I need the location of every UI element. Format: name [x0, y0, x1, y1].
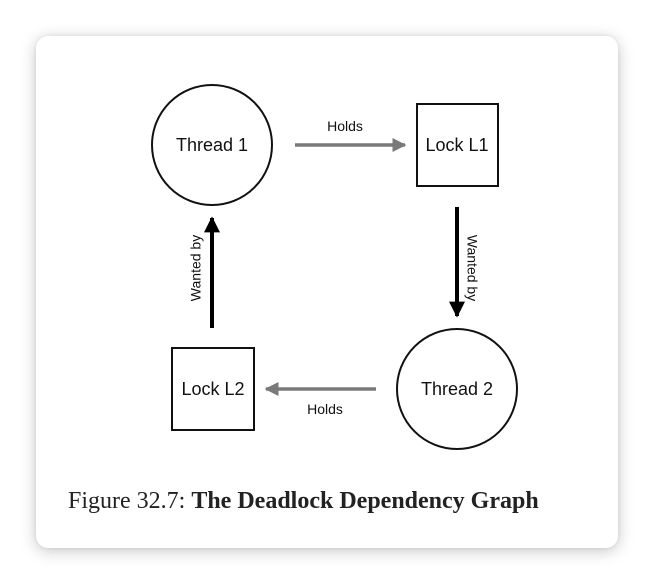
- figure-card: [36, 36, 618, 548]
- edge-label-wanted-by-right: Wanted by: [464, 235, 480, 301]
- node-thread-2-label: Thread 2: [421, 379, 493, 399]
- node-lock-l2-label: Lock L2: [181, 379, 244, 399]
- edge-label-holds-bottom: Holds: [307, 401, 343, 417]
- edge-label-holds-top: Holds: [327, 118, 363, 134]
- edge-lock-l2-wanted-by-thread1: Wanted by: [188, 216, 220, 328]
- caption-prefix: Figure 32.7:: [68, 488, 186, 514]
- figure-caption: Figure 32.7: The Deadlock Dependency Gra…: [68, 488, 628, 515]
- node-thread-1: Thread 1: [151, 84, 273, 206]
- edge-label-wanted-by-left: Wanted by: [188, 235, 204, 301]
- edge-lock-l1-wanted-by-thread2: Wanted by: [449, 207, 480, 318]
- node-lock-l2: Lock L2: [171, 347, 255, 431]
- node-thread-1-label: Thread 1: [176, 135, 248, 155]
- node-lock-l1: Lock L1: [416, 103, 499, 187]
- node-lock-l1-label: Lock L1: [425, 135, 488, 155]
- edge-thread1-holds-lock-l1: Holds: [295, 118, 407, 152]
- edge-thread2-holds-lock-l2: Holds: [264, 382, 376, 417]
- caption-title: The Deadlock Dependency Graph: [191, 488, 539, 514]
- node-thread-2: Thread 2: [396, 328, 518, 450]
